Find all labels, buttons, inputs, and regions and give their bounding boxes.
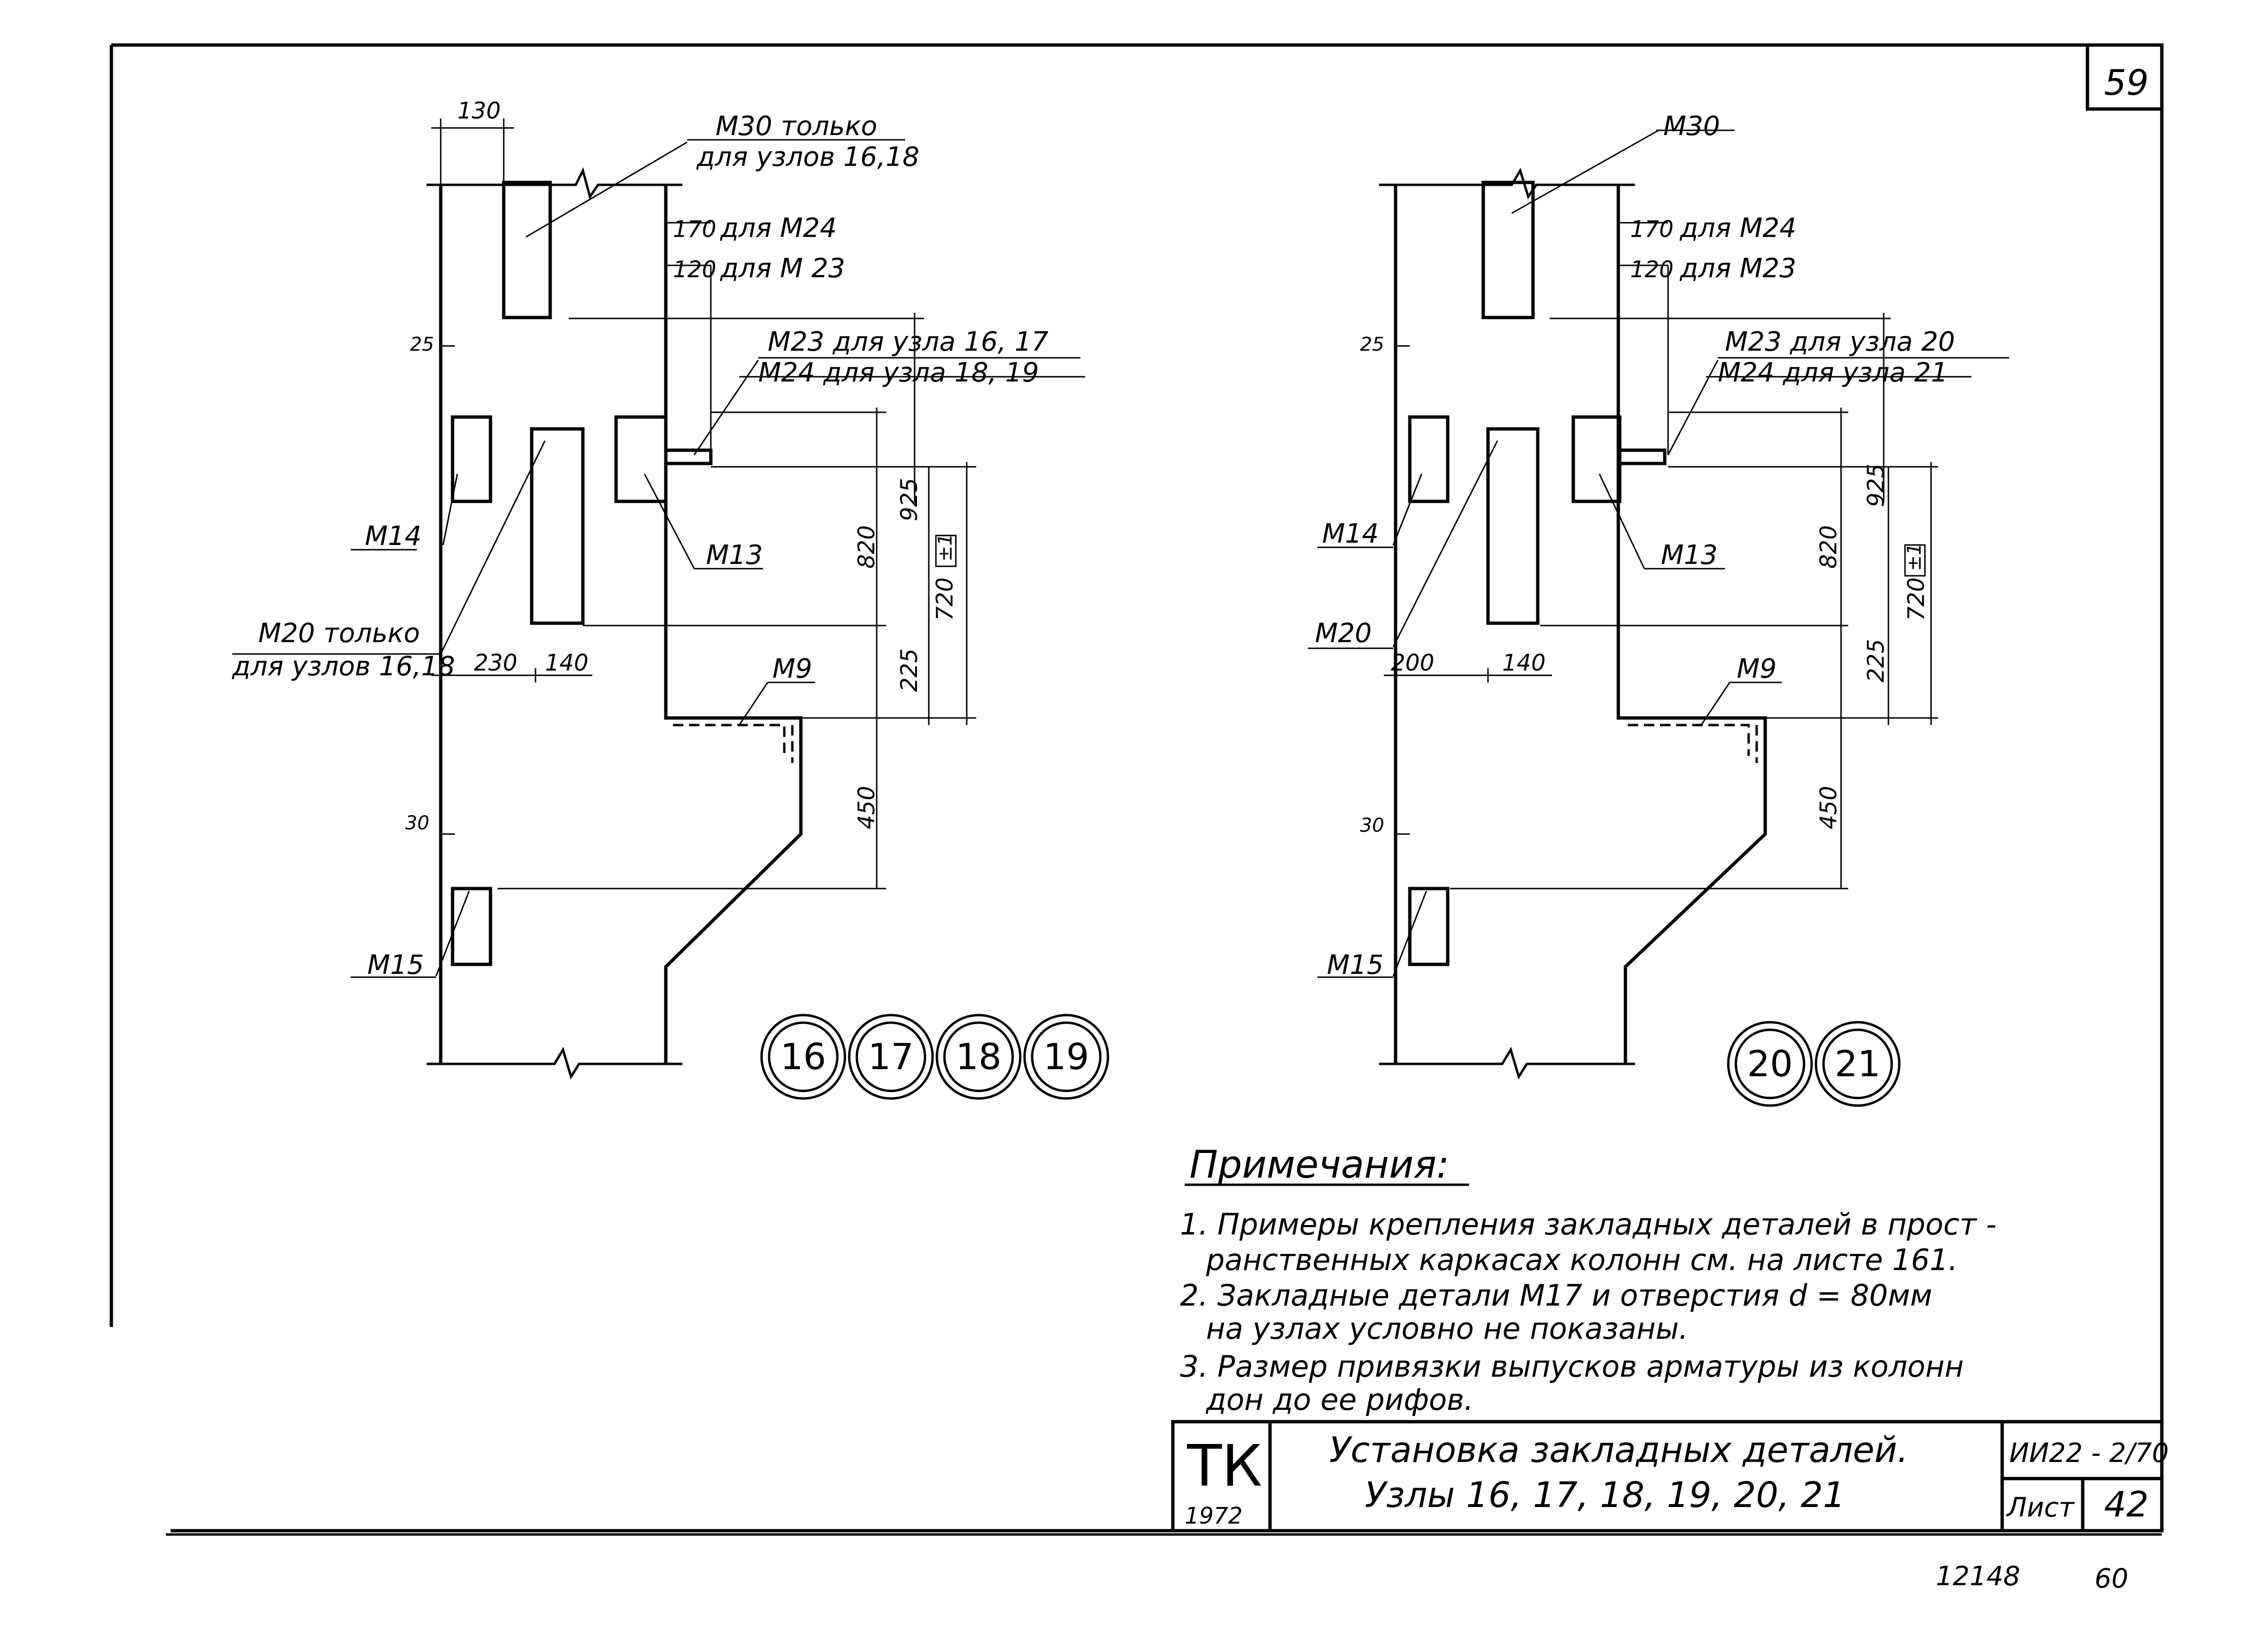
circle-node-19: 19 xyxy=(1043,1035,1089,1078)
note-line-4: на узлах условно не показаны. xyxy=(1206,1311,1688,1346)
left-dim-170-label: для М24 xyxy=(720,213,837,244)
right-dim-140: 140 xyxy=(1502,650,1546,676)
left-m20-label: М20 только xyxy=(258,618,420,649)
sheet-label: Лист xyxy=(2006,1492,2075,1523)
left-dim-925: 925 xyxy=(896,478,923,521)
right-dim-200: 200 xyxy=(1391,650,1434,676)
note-line-1: 1. Примеры крепления закладных деталей в… xyxy=(1180,1207,1996,1242)
right-dim-820: 820 xyxy=(1815,525,1842,569)
left-tolerance-box: ±1 xyxy=(934,534,957,567)
left-m24-label: М24 для узла 18, 19 xyxy=(758,357,1039,388)
title-year: 1972 xyxy=(1185,1503,1243,1529)
notes-heading: Примечания: xyxy=(1189,1143,1449,1187)
notes: Примечания: 1. Примеры крепления закладн… xyxy=(1180,1143,1996,1417)
left-dim-170: 170 xyxy=(673,216,717,243)
note-line-5: 3. Размер привязки выпусков арматуры из … xyxy=(1180,1349,1964,1384)
right-dim-450: 450 xyxy=(1815,786,1842,829)
right-m13-label: М13 xyxy=(1661,540,1718,571)
right-m20-label: М20 xyxy=(1315,618,1372,649)
circle-node-17: 17 xyxy=(868,1035,914,1078)
tk-logo: ТК xyxy=(1187,1434,1262,1499)
note-line-6: дон до ее рифов. xyxy=(1206,1382,1473,1417)
right-dim-120-label: для М23 xyxy=(1679,253,1796,284)
left-dim-25: 25 xyxy=(410,334,434,355)
left-dim-30: 30 xyxy=(405,812,429,834)
circle-node-16: 16 xyxy=(780,1035,826,1078)
left-m9-label: М9 xyxy=(772,654,812,684)
footer-left-number: 12148 xyxy=(1936,1561,2020,1592)
drawing-title-line-1: Установка закладных деталей. xyxy=(1329,1430,1908,1471)
right-m15-label: М15 xyxy=(1327,950,1384,980)
left-m30-label: М30 только xyxy=(716,111,877,142)
circle-node-18: 18 xyxy=(956,1035,1002,1078)
left-dim-450: 450 xyxy=(853,786,880,829)
right-dim-30: 30 xyxy=(1360,815,1384,836)
left-dim-230: 230 xyxy=(474,650,517,676)
svg-text:±1: ±1 xyxy=(934,534,956,562)
left-m23-label: М23 для узла 16, 17 xyxy=(768,327,1049,357)
left-m15-label: М15 xyxy=(367,950,424,980)
title-block: ТК 1972 Установка закладных деталей. Узл… xyxy=(1171,1420,2169,1531)
left-dim-130: 130 xyxy=(457,98,501,124)
right-dim-25: 25 xyxy=(1360,334,1384,355)
right-tolerance-box: ±1 xyxy=(1904,543,1926,577)
right-dim-925: 925 xyxy=(1863,463,1889,507)
right-node-circles: 20 21 xyxy=(1727,1021,1901,1107)
left-m13-label: М13 xyxy=(706,540,763,571)
circle-node-21: 21 xyxy=(1835,1043,1881,1085)
drawing-code: ИИ22 - 2/70 xyxy=(2009,1438,2169,1469)
right-m30-label: М30 xyxy=(1663,111,1720,142)
sheet-number-box: 59 xyxy=(2086,45,2162,111)
right-m24-label: М24 для узла 21 xyxy=(1718,357,1948,388)
right-m14-label: М14 xyxy=(1322,518,1379,549)
drawing-title-line-2: Узлы 16, 17, 18, 19, 20, 21 xyxy=(1365,1475,1845,1516)
sheet-no: 42 xyxy=(2104,1484,2149,1525)
note-line-3: 2. Закладные детали М17 и отверстия d = … xyxy=(1180,1278,1932,1313)
left-dim-820: 820 xyxy=(853,525,880,569)
right-dim-120: 120 xyxy=(1630,256,1674,283)
right-dim-720: 720 xyxy=(1903,577,1930,621)
right-node-drawing xyxy=(1308,129,2009,1080)
right-dim-170: 170 xyxy=(1630,216,1674,243)
note-line-2: ранственных каркасах колонн см. на листе… xyxy=(1206,1243,1958,1277)
sheet-number: 59 xyxy=(2104,63,2149,103)
right-dim-170-label: для М24 xyxy=(1679,213,1796,244)
left-dim-120: 120 xyxy=(673,256,717,283)
svg-text:±1: ±1 xyxy=(1904,543,1925,571)
left-node-circles: 16 17 18 19 xyxy=(760,1014,1109,1100)
right-m23-label: М23 для узла 20 xyxy=(1725,327,1955,357)
left-dim-140: 140 xyxy=(545,650,589,676)
right-dim-225: 225 xyxy=(1863,639,1889,682)
sheet-frame xyxy=(111,43,2164,1533)
left-m30-label-sub: для узлов 16,18 xyxy=(696,142,919,172)
left-dim-225: 225 xyxy=(896,648,923,692)
left-node-drawing xyxy=(232,118,1085,1080)
circle-node-20: 20 xyxy=(1747,1043,1793,1085)
right-m9-label: М9 xyxy=(1737,654,1777,684)
footer-right-number: 60 xyxy=(2095,1563,2128,1594)
left-m20-label-sub: для узлов 16,18 xyxy=(232,651,455,682)
left-dim-720: 720 xyxy=(932,577,958,621)
left-m14-label: М14 xyxy=(365,521,422,552)
left-dim-120-label: для М 23 xyxy=(720,253,845,284)
